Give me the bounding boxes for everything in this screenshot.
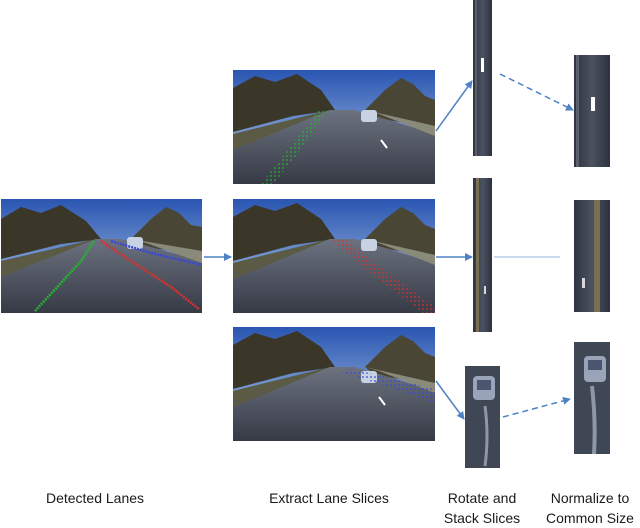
extract-slice-image-green: [233, 70, 435, 184]
arrow-blue-to-rotate: [435, 380, 465, 420]
detected-lanes-image: [1, 199, 202, 313]
lane-blue: [110, 239, 202, 267]
slice-blue: [337, 369, 435, 403]
caption-normalize-line2: Common Size: [546, 510, 634, 526]
normalized-slice-green: [574, 55, 610, 167]
rotated-slice-green: [473, 0, 492, 156]
caption-normalize-line1: Normalize to: [550, 490, 630, 506]
arrow-blue-to-normalize: [502, 396, 571, 418]
slice-red: [333, 239, 435, 313]
caption-extract-lane-slices: Extract Lane Slices: [269, 490, 389, 506]
extract-slice-image-blue: [233, 327, 435, 441]
caption-rotate-line2: Stack Slices: [443, 510, 521, 526]
rotated-slice-red: [473, 178, 492, 332]
lane-green: [34, 240, 96, 312]
caption-detected-lanes: Detected Lanes: [45, 490, 145, 506]
normalized-slice-blue: [574, 342, 610, 454]
arrow-green-to-rotate: [435, 80, 473, 132]
lane-red: [100, 239, 200, 310]
arrow-green-to-normalize: [499, 73, 574, 111]
extract-slice-image-red: [233, 199, 435, 313]
normalized-slice-red: [574, 200, 610, 312]
slice-green: [261, 110, 329, 184]
caption-rotate-line1: Rotate and: [447, 490, 517, 506]
rotated-slice-blue: [465, 366, 500, 468]
